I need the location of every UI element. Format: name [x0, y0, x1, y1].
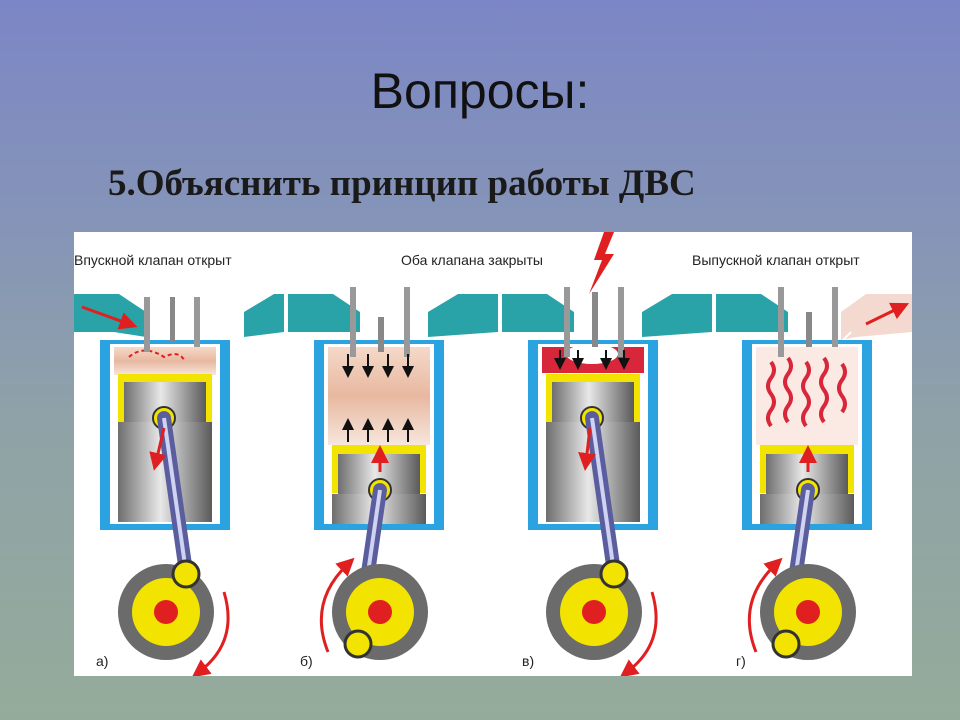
stroke-compression	[288, 287, 498, 660]
stroke-letter-a: а)	[96, 653, 108, 669]
label-both-closed: Оба клапана закрыты	[401, 252, 543, 268]
stroke-letter-g: г)	[736, 653, 746, 669]
question-text: 5.Объяснить принцип работы ДВС	[108, 162, 696, 205]
stroke-letter-v: в)	[522, 653, 534, 669]
engine-cycle-diagram: Впускной клапан открыт Оба клапана закры…	[74, 232, 912, 676]
slide-title: Вопросы:	[0, 62, 960, 120]
stroke-letter-b: б)	[300, 653, 313, 669]
stroke-power	[502, 287, 712, 672]
stroke-intake	[74, 294, 284, 672]
label-intake-open: Впускной клапан открыт	[74, 252, 232, 268]
spark-bolt-icon	[589, 232, 614, 294]
label-exhaust-open: Выпускной клапан открыт	[692, 252, 860, 268]
stroke-exhaust	[716, 287, 912, 660]
